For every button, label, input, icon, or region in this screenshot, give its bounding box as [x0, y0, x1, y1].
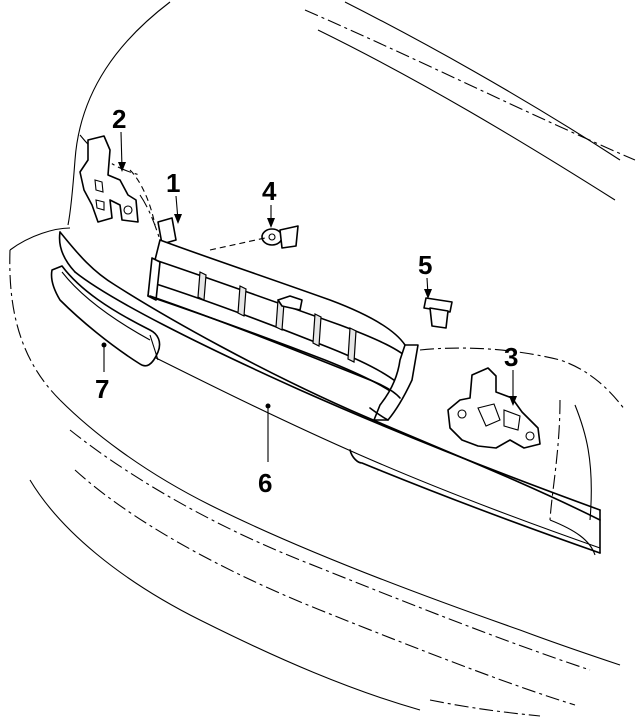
callouts: 1 2 3 4 5 6 7 — [95, 104, 518, 498]
callout-7: 7 — [95, 374, 109, 404]
leader-lines — [101, 131, 517, 462]
bumper-cover — [9, 227, 621, 717]
grille — [147, 217, 419, 421]
nut-fastener — [423, 297, 453, 329]
body-outline — [67, 1, 636, 556]
bumper-molding — [50, 265, 161, 367]
callout-3: 3 — [504, 342, 518, 372]
callout-4: 4 — [262, 176, 277, 206]
bracket-left — [79, 135, 139, 223]
bracket-right — [447, 367, 541, 449]
callout-2: 2 — [112, 104, 126, 134]
assembly-lines — [129, 169, 266, 251]
callout-5: 5 — [418, 250, 432, 280]
clip-fastener — [261, 225, 299, 249]
callout-6: 6 — [258, 468, 272, 498]
callout-1: 1 — [166, 168, 180, 198]
